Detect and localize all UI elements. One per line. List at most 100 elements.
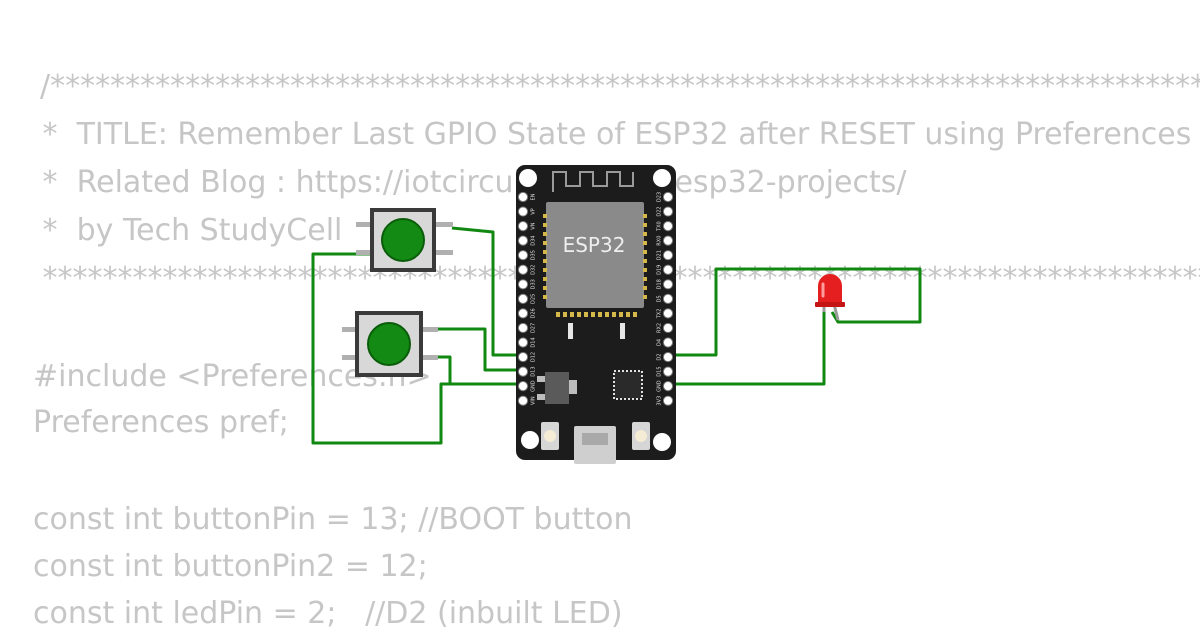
- antenna-trace: [552, 171, 634, 192]
- pin-label-left: D25: [531, 294, 537, 304]
- pin-label-right: RX0: [657, 236, 663, 246]
- pin-label-right: RX2: [657, 323, 663, 333]
- code-line-9: const int buttonPin2 = 12;: [33, 549, 428, 584]
- pin-label-right: D18: [657, 279, 663, 289]
- pin-d14-left[interactable]: [517, 337, 529, 348]
- pin-label-right: D2: [657, 354, 663, 361]
- boot-button[interactable]: [632, 422, 650, 450]
- pin-label-right: 3V3: [657, 396, 663, 406]
- pin-d19-right[interactable]: [662, 264, 674, 275]
- pin-d35-left[interactable]: [517, 250, 529, 261]
- pin-vn-left[interactable]: [517, 221, 529, 232]
- pin-label-left: D32: [531, 265, 537, 275]
- module-pad: [643, 268, 647, 272]
- button-1-cap[interactable]: [381, 218, 425, 262]
- code-line-6: #include <Preferences.h>: [33, 359, 432, 394]
- push-button-1[interactable]: [356, 208, 453, 272]
- button-2-leg-br: [420, 355, 438, 360]
- pin-gnd-right[interactable]: [662, 381, 674, 392]
- pin-vp-left[interactable]: [517, 206, 529, 217]
- wire-btn2-to-gnd[interactable]: [436, 355, 518, 386]
- usb-serial-chip: [613, 370, 643, 400]
- mount-hole-tr: [653, 169, 671, 187]
- pin-d21-right[interactable]: [662, 250, 674, 261]
- wire-d2-to-led[interactable]: [672, 267, 922, 357]
- pin-en-left[interactable]: [517, 191, 529, 203]
- pin-d5-right[interactable]: [662, 293, 674, 304]
- pin-label-right: D23: [657, 192, 663, 202]
- pin-label-right: D15: [657, 366, 663, 376]
- module-pad: [543, 295, 547, 299]
- pin-rx0-right[interactable]: [662, 235, 674, 246]
- module-pad: [543, 277, 547, 281]
- voltage-regulator: [545, 372, 569, 404]
- module-pad: [584, 312, 588, 317]
- en-button[interactable]: [541, 422, 559, 450]
- mount-hole-bl: [521, 431, 539, 449]
- red-led[interactable]: [815, 274, 845, 321]
- module-pad: [643, 286, 647, 290]
- pin-label-left: D33: [531, 279, 537, 289]
- module-pad: [643, 259, 647, 263]
- pin-label-left: VN: [531, 222, 537, 229]
- pin-d27-left[interactable]: [517, 322, 529, 334]
- pin-label-left: D34: [531, 236, 537, 246]
- button-2-leg-tl: [342, 327, 360, 332]
- button-2-leg-bl: [342, 355, 360, 360]
- pin-vin-left[interactable]: [517, 395, 529, 406]
- pin-label-right: TX0: [657, 221, 663, 232]
- wire-gnd-to-led[interactable]: [672, 312, 826, 386]
- module-pad: [633, 312, 637, 317]
- module-pad: [591, 312, 595, 317]
- module-pad: [543, 214, 547, 218]
- right-pin-holes: [662, 191, 674, 406]
- left-pin-labels: ENVPVND34D35D32D33D25D26D27D14D12D13GNDV…: [531, 193, 537, 405]
- pin-label-left: D35: [531, 250, 537, 260]
- pin-d23-right[interactable]: [662, 191, 674, 203]
- pin-d18-right[interactable]: [662, 279, 674, 290]
- pin-d34-left[interactable]: [517, 235, 529, 246]
- pin-label-left: D27: [531, 323, 537, 333]
- pin-d2-right[interactable]: [662, 351, 674, 363]
- esp32-module: [546, 202, 644, 308]
- esp32-label: ESP32: [563, 233, 626, 257]
- module-pad: [626, 312, 630, 317]
- pin-tx0-right[interactable]: [662, 221, 674, 232]
- pin-d12-left[interactable]: [517, 351, 529, 363]
- pin-d33-left[interactable]: [517, 279, 529, 290]
- pin-tx2-right[interactable]: [662, 308, 674, 319]
- pin-d15-right[interactable]: [662, 366, 674, 377]
- code-line-10: const int ledPin = 2; //D2 (inbuilt LED): [33, 596, 623, 630]
- pin-rx2-right[interactable]: [662, 322, 674, 334]
- wire-btn1-to-d12[interactable]: [451, 226, 518, 357]
- pin-d26-left[interactable]: [517, 308, 529, 319]
- pin-label-right: TX2: [657, 309, 663, 320]
- pin-label-left: VP: [531, 208, 537, 214]
- pin-d22-right[interactable]: [662, 206, 674, 217]
- boot-button-cap[interactable]: [635, 430, 647, 442]
- push-button-2[interactable]: [342, 311, 438, 377]
- code-line-7: Preferences pref;: [33, 405, 289, 440]
- module-pad: [543, 232, 547, 236]
- en-button-cap[interactable]: [544, 430, 556, 442]
- wire-btn2-to-d13[interactable]: [436, 327, 518, 372]
- button-2-cap[interactable]: [367, 322, 411, 366]
- pin-gnd-left[interactable]: [517, 381, 529, 392]
- left-pin-holes: [517, 191, 529, 406]
- module-pad: [543, 286, 547, 290]
- pin-d32-left[interactable]: [517, 264, 529, 275]
- pin-3v3-right[interactable]: [662, 395, 674, 406]
- module-pads-left: [543, 214, 547, 299]
- pin-d13-left[interactable]: [517, 366, 529, 377]
- module-pad: [543, 259, 547, 263]
- esp32-board[interactable]: ESP32: [516, 165, 676, 464]
- button-1-leg-br: [433, 250, 453, 255]
- module-pad: [612, 312, 616, 317]
- button-1-leg-tl: [356, 222, 374, 227]
- wires: [311, 226, 922, 445]
- regulator-tab: [569, 380, 577, 394]
- pin-d4-right[interactable]: [662, 337, 674, 348]
- pin-d25-left[interactable]: [517, 293, 529, 304]
